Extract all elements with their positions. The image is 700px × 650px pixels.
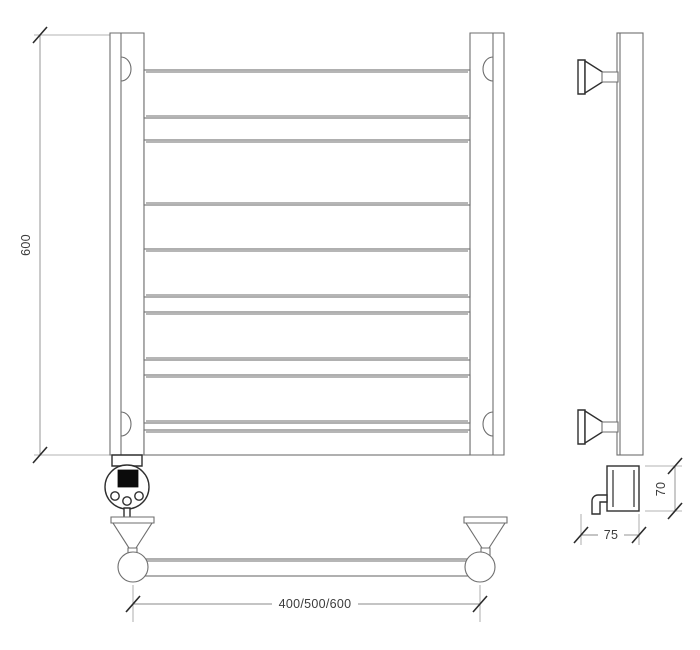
lcd-display xyxy=(117,469,139,488)
right-vertical-post xyxy=(469,32,505,456)
left-ball-joint xyxy=(117,551,149,583)
controller-neck xyxy=(111,454,143,467)
right-post-upper-bracket-arc xyxy=(482,56,494,82)
horizontal-rail-2 xyxy=(143,139,471,206)
dim-label-depth: 75 xyxy=(604,528,619,542)
right-flange-cone xyxy=(464,522,507,549)
element-cable-elbow xyxy=(591,494,608,515)
left-vertical-post xyxy=(109,32,145,456)
right-post-lower-bracket-arc xyxy=(482,411,494,437)
lower-bracket-cone xyxy=(584,409,605,445)
dim-label-element-height: 70 xyxy=(654,482,668,497)
side-elevation-view xyxy=(577,32,644,515)
dim-tick-top xyxy=(32,26,48,44)
width-dim-tick-left xyxy=(125,595,141,613)
side-lower-wall-bracket xyxy=(577,409,619,445)
rail-3-body xyxy=(143,248,471,298)
left-post-lower-bracket-arc xyxy=(120,411,132,437)
right-post-body xyxy=(469,32,505,456)
rail-5-body xyxy=(143,374,471,424)
h70-dim-tick-top xyxy=(667,457,683,475)
left-flange-cone xyxy=(111,522,154,549)
side-tube-body xyxy=(616,32,644,456)
side-element-housing xyxy=(591,465,640,515)
left-flange-plate xyxy=(110,516,155,524)
lower-bar-body xyxy=(143,429,471,456)
controller-button-center[interactable] xyxy=(122,496,132,506)
dimension-element-height-70: 70 xyxy=(645,457,683,520)
controller-button-left[interactable] xyxy=(110,491,120,501)
controller-button-right[interactable] xyxy=(134,491,144,501)
side-vertical-tube xyxy=(616,32,644,456)
rail-1-body xyxy=(143,69,471,119)
width-dim-tick-right xyxy=(472,595,488,613)
front-elevation-view xyxy=(104,32,508,583)
dim-tick-bottom xyxy=(32,446,48,464)
horizontal-rail-1 xyxy=(143,69,471,119)
horizontal-rail-3 xyxy=(143,248,471,298)
d75-dim-tick-right xyxy=(631,526,647,544)
lower-bracket-wall-plate xyxy=(577,409,586,445)
horizontal-rail-5 xyxy=(143,374,471,424)
right-flange-plate xyxy=(463,516,508,524)
upper-bracket-cone xyxy=(584,59,605,95)
lower-bracket-arm xyxy=(601,421,619,433)
dimension-width: 400/500/600 xyxy=(125,585,488,622)
d75-dim-tick-left xyxy=(573,526,589,544)
h70-dim-tick-bottom xyxy=(667,502,683,520)
lower-connecting-bar xyxy=(143,429,471,456)
side-upper-wall-bracket xyxy=(577,59,619,95)
thermostat-controller[interactable] xyxy=(104,454,150,519)
dimension-depth-75: 75 xyxy=(573,514,647,545)
dimension-height-600: 600 xyxy=(19,26,128,464)
dim-label-width: 400/500/600 xyxy=(279,597,352,611)
rail-4-body xyxy=(143,311,471,361)
upper-bracket-arm xyxy=(601,71,619,83)
left-post-body xyxy=(109,32,145,456)
rail-2-body xyxy=(143,139,471,206)
left-post-upper-bracket-arc xyxy=(120,56,132,82)
upper-bracket-wall-plate xyxy=(577,59,586,95)
lower-towel-bar-assembly xyxy=(110,516,508,583)
horizontal-rail-4 xyxy=(143,311,471,361)
dim-label-height: 600 xyxy=(19,234,33,256)
right-ball-joint xyxy=(464,551,496,583)
